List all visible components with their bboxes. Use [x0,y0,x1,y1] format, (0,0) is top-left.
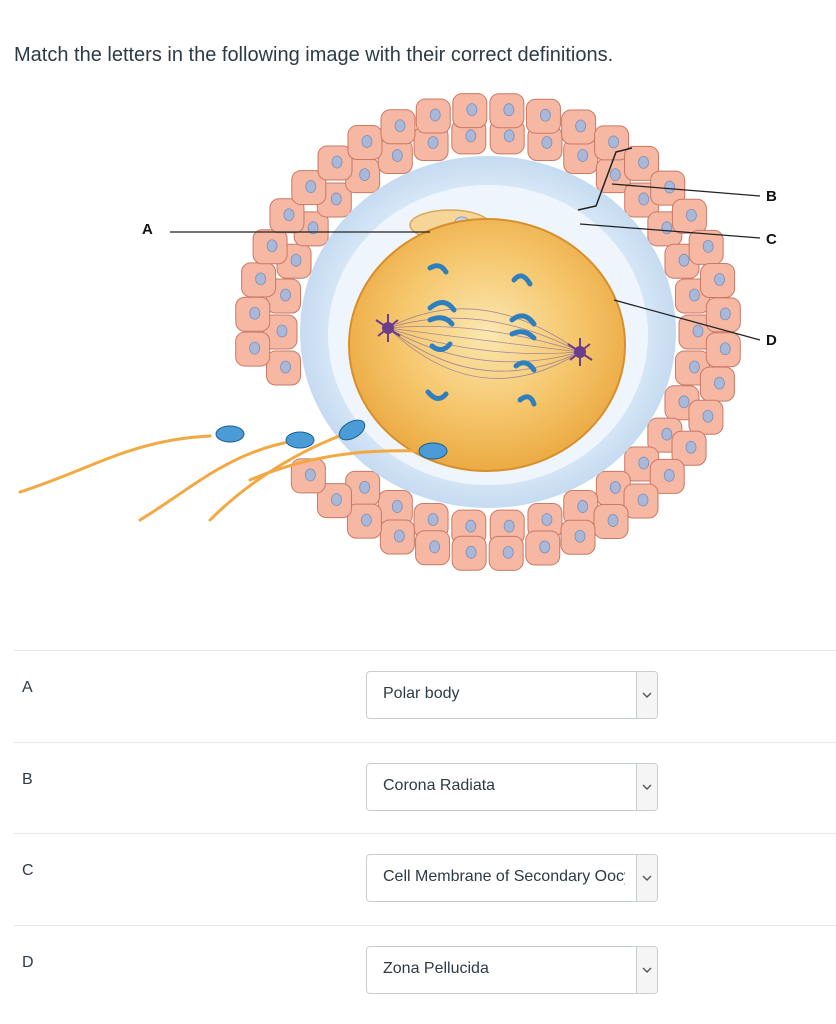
cell-nucleus [281,289,291,301]
cell-nucleus [610,169,620,181]
cell-nucleus [720,343,730,355]
cell-nucleus [686,209,696,221]
cell-nucleus [291,254,301,266]
cell-nucleus [362,136,372,148]
cell-nucleus [540,541,550,553]
cell-nucleus [466,546,476,558]
oocyte-diagram: A B C D [0,82,836,602]
chevron-down-icon [642,874,652,882]
cell-nucleus [504,104,514,116]
cell-nucleus [679,396,689,408]
label-b: B [766,188,777,205]
cell-nucleus [360,481,370,493]
cell-nucleus [714,377,724,389]
cell-nucleus [576,120,586,132]
cell-nucleus [703,410,713,422]
match-row-d: D Zona Pellucida [14,925,836,1018]
cell-nucleus [662,428,672,440]
row-letter: B [22,771,33,789]
cell-nucleus [284,209,294,221]
cell-nucleus [430,109,440,121]
cell-nucleus [466,520,476,532]
cell-nucleus [578,500,588,512]
cell-nucleus [332,156,342,168]
cell-nucleus [639,193,649,205]
cell-nucleus [664,469,674,481]
select-value: Zona Pellucida [383,960,625,978]
select-dropdown-button[interactable] [636,764,657,810]
cell-nucleus [466,130,476,142]
cell-nucleus [575,530,585,542]
cell-nucleus [467,104,477,116]
cell-nucleus [693,325,703,337]
chevron-down-icon [642,783,652,791]
cell-nucleus [542,136,552,148]
cell-nucleus [608,514,618,526]
question-prompt: Match the letters in the following image… [14,44,613,67]
cell-nucleus [504,520,514,532]
label-d: D [766,332,777,349]
cell-nucleus [250,342,260,354]
answer-select-c[interactable]: Cell Membrane of Secondary Oocyte [366,854,658,902]
match-row-a: A Polar body [14,650,836,743]
cell-nucleus [689,361,699,373]
cell-nucleus [277,325,287,337]
cell-nucleus [662,222,672,234]
cell-nucleus [392,150,402,162]
cell-nucleus [267,240,277,252]
cell-nucleus [703,240,713,252]
cell-nucleus [360,169,370,181]
cell-nucleus [428,514,438,526]
select-dropdown-button[interactable] [636,855,657,901]
cell-nucleus [430,541,440,553]
row-letter: C [22,862,34,880]
cell-nucleus [542,514,552,526]
cell-nucleus [361,514,371,526]
row-letter: A [22,679,33,697]
label-c: C [766,231,777,248]
cell-nucleus [281,361,291,373]
cell-nucleus [638,494,648,506]
cell-nucleus [504,130,514,142]
cell-nucleus [540,109,550,121]
cell-nucleus [428,136,438,148]
answer-select-a[interactable]: Polar body [366,671,658,719]
match-row-c: C Cell Membrane of Secondary Oocyte [14,833,836,926]
cell-nucleus [306,181,316,193]
cell-nucleus [639,156,649,168]
label-a: A [142,221,153,238]
cell-nucleus [392,500,402,512]
cell-nucleus [610,481,620,493]
cell-nucleus [665,181,675,193]
secondary-oocyte [349,219,625,471]
cell-nucleus [394,530,404,542]
row-letter: D [22,954,34,972]
select-value: Corona Radiata [383,777,625,795]
cell-nucleus [639,457,649,469]
cell-nucleus [609,136,619,148]
cell-nucleus [715,273,725,285]
answer-select-d[interactable]: Zona Pellucida [366,946,658,994]
select-dropdown-button[interactable] [636,672,657,718]
cell-nucleus [686,441,696,453]
chevron-down-icon [642,691,652,699]
cell-nucleus [250,307,260,319]
cell-nucleus [689,289,699,301]
cell-nucleus [395,120,405,132]
cell-nucleus [331,193,341,205]
chevron-down-icon [642,966,652,974]
answer-select-b[interactable]: Corona Radiata [366,763,658,811]
cell-nucleus [256,273,266,285]
select-value: Cell Membrane of Secondary Oocyte [383,868,625,886]
cell-nucleus [578,150,588,162]
cell-nucleus [503,546,513,558]
match-row-b: B Corona Radiata [14,742,836,835]
select-value: Polar body [383,685,625,703]
cell-nucleus [305,469,315,481]
select-dropdown-button[interactable] [636,947,657,993]
cell-nucleus [679,254,689,266]
cell-nucleus [720,308,730,320]
cell-nucleus [331,494,341,506]
